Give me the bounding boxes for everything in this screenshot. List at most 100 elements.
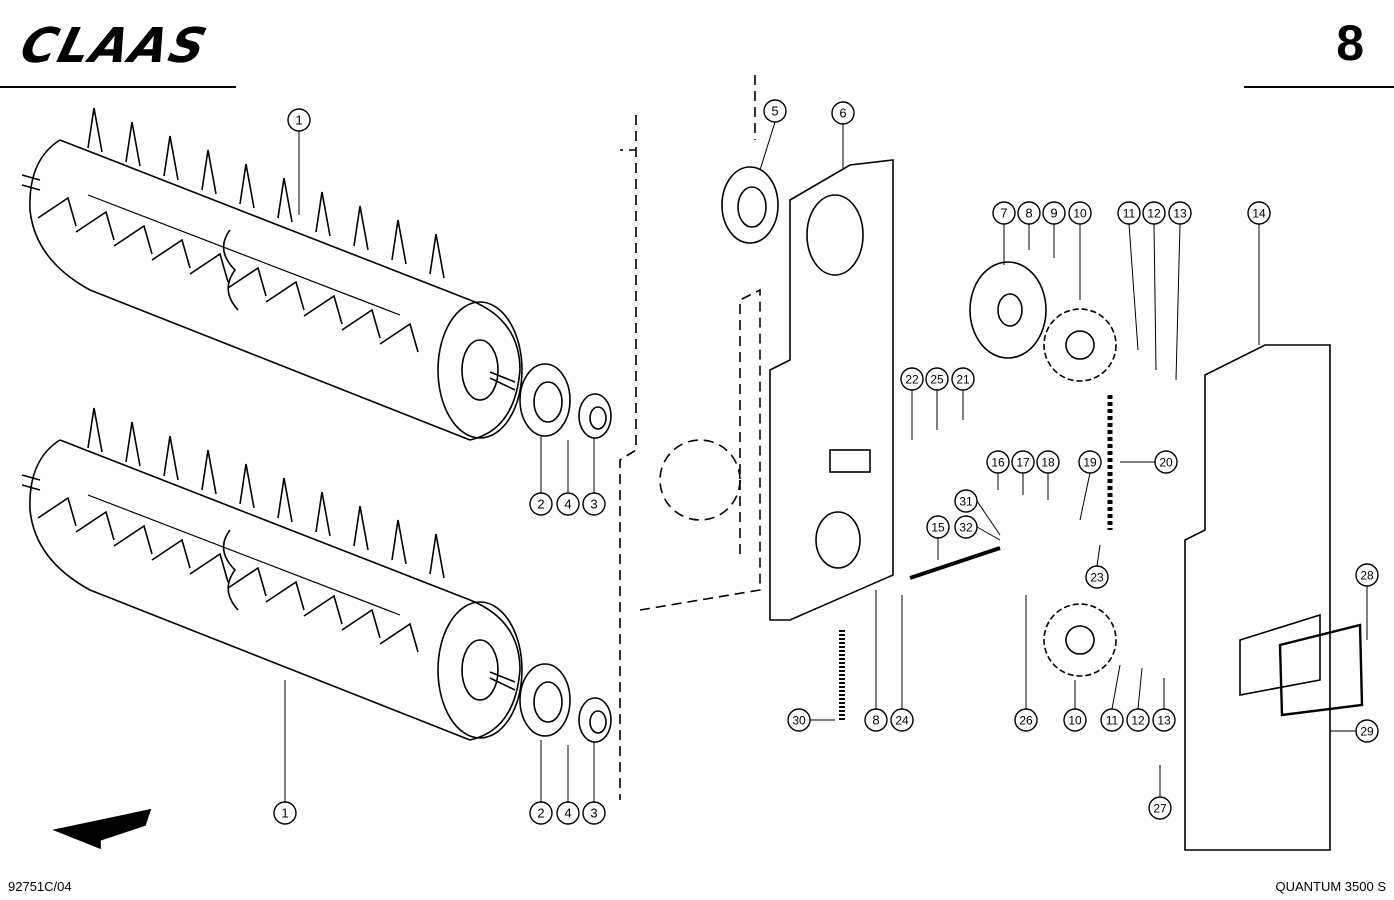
callout-label: 17 — [1016, 456, 1030, 470]
callout-label: 6 — [839, 106, 846, 121]
callout-circle — [529, 801, 553, 825]
callout-label: 19 — [1083, 456, 1097, 470]
callout-circle — [1142, 201, 1166, 225]
leader-line — [759, 121, 776, 171]
callout-circle — [1042, 201, 1066, 225]
page-number: 8 — [1336, 15, 1364, 71]
model-name: QUANTUM 3500 S — [1275, 879, 1386, 894]
callout-circle — [954, 489, 978, 513]
callout-label: 13 — [1157, 714, 1171, 728]
side-plate — [769, 159, 894, 621]
callout-circle — [900, 367, 924, 391]
callout-circle — [951, 367, 975, 391]
callout-circle — [1154, 450, 1178, 474]
sprocket-lower — [1043, 603, 1117, 677]
callout-circle — [556, 801, 580, 825]
callout-label: 29 — [1360, 725, 1374, 739]
callout-label: 11 — [1123, 207, 1136, 221]
callout-label: 15 — [931, 521, 945, 535]
callout-circle — [1017, 201, 1041, 225]
leader-line — [1111, 664, 1121, 710]
leader-line — [1175, 223, 1181, 381]
callout-circle — [926, 515, 950, 539]
callout-label: 21 — [956, 373, 970, 387]
callout-circle — [1148, 796, 1172, 820]
callout-label: 20 — [1159, 456, 1173, 470]
callout-label: 14 — [1252, 207, 1266, 221]
callout-label: 18 — [1041, 456, 1055, 470]
callout-label: 1 — [295, 113, 302, 128]
callout-label: 2 — [537, 806, 544, 821]
callout-circle — [1126, 708, 1150, 732]
callout-label: 5 — [771, 104, 778, 119]
callout-circle — [831, 101, 855, 125]
callout-circle — [273, 801, 297, 825]
leader-line — [976, 500, 1001, 536]
callout-circle — [1078, 450, 1102, 474]
callout-circle — [556, 492, 580, 516]
callout-label: 26 — [1019, 714, 1033, 728]
callout-circle — [992, 201, 1016, 225]
callout-label: 3 — [590, 806, 597, 821]
callout-circle — [925, 367, 949, 391]
callout-label: 7 — [1000, 206, 1007, 221]
callout-circle — [864, 708, 888, 732]
callout-label: 12 — [1147, 207, 1161, 221]
leader-line — [976, 526, 1001, 541]
callout-circle — [1152, 708, 1176, 732]
callout-circle — [1068, 201, 1092, 225]
callout-circle — [1117, 201, 1141, 225]
callout-label: 9 — [1050, 206, 1057, 221]
callout-circle — [1247, 201, 1271, 225]
callout-label: 27 — [1153, 802, 1167, 816]
callout-label: 2 — [537, 497, 544, 512]
rotor-lower — [21, 407, 612, 743]
leader-line — [1128, 223, 1139, 351]
callout-circle — [582, 492, 606, 516]
callout-circle — [1036, 450, 1060, 474]
leader-line — [1153, 223, 1157, 371]
callout-circle — [1355, 719, 1379, 743]
callout-label: 3 — [590, 497, 597, 512]
leader-line — [1079, 472, 1091, 521]
leader-line — [1096, 544, 1101, 567]
adjust-bolt — [909, 546, 1001, 580]
drawing-number: 92751C/04 — [8, 879, 72, 894]
callout-circle — [954, 515, 978, 539]
callout-label: 25 — [930, 373, 944, 387]
callout-circle — [1011, 450, 1035, 474]
header-rule-left — [0, 86, 236, 88]
callout-label: 13 — [1173, 207, 1187, 221]
callout-circle — [763, 99, 787, 123]
direction-arrow — [52, 808, 152, 850]
flange-7 — [969, 261, 1047, 359]
callout-label: 28 — [1360, 569, 1374, 583]
callout-label: 4 — [564, 497, 571, 512]
callout-label: 23 — [1090, 571, 1104, 585]
rotor-upper — [21, 107, 612, 441]
cover-panel — [1184, 344, 1364, 851]
callout-label: 16 — [991, 456, 1005, 470]
callout-circle — [986, 450, 1010, 474]
callout-circle — [582, 801, 606, 825]
callout-circle — [287, 108, 311, 132]
callout-circle — [890, 708, 914, 732]
callout-circle — [529, 492, 553, 516]
callout-label: 1 — [281, 806, 288, 821]
sprocket-upper — [1043, 308, 1117, 382]
frame-outline — [619, 75, 761, 800]
callout-label: 24 — [895, 714, 909, 728]
callout-label: 32 — [959, 521, 973, 535]
callout-label: 12 — [1131, 714, 1145, 728]
callout-label: 22 — [905, 373, 919, 387]
header-rule-right — [1244, 86, 1394, 88]
callout-circle — [1063, 708, 1087, 732]
callout-circle — [1355, 563, 1379, 587]
callout-circle — [1014, 708, 1038, 732]
callout-label: 8 — [1025, 206, 1032, 221]
callout-label: 4 — [564, 806, 571, 821]
callout-label: 11 — [1106, 714, 1119, 728]
callout-label: 8 — [872, 713, 879, 728]
